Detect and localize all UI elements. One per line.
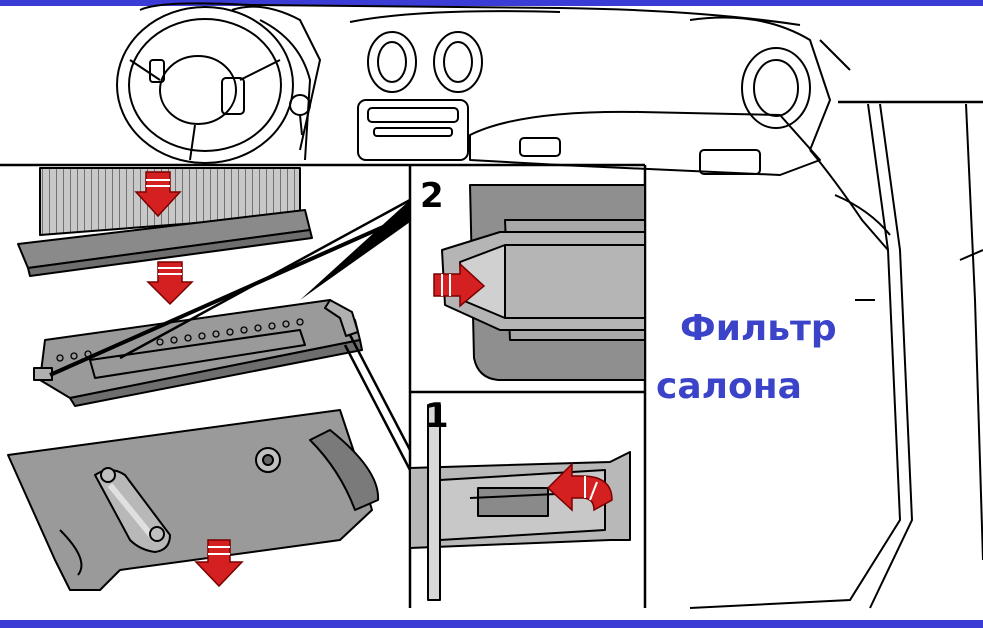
steering-wheel: [116, 6, 294, 164]
step-number-2: 2: [420, 176, 444, 216]
center-vent-right: [433, 31, 483, 93]
lower-cover: [7, 409, 380, 591]
callout-lines: [49, 198, 412, 471]
down-arrow-icon: [146, 261, 194, 306]
frame-bar-bottom: [0, 620, 983, 628]
curved-arrow-icon: [546, 462, 613, 512]
caption-line-2: салона: [656, 366, 802, 407]
right-arrow-icon: [433, 262, 486, 308]
screw-icon: [149, 526, 165, 542]
door-pillar: [689, 103, 983, 609]
dashboard: [116, 2, 851, 176]
caption-line-1: Фильтр: [680, 308, 837, 349]
down-arrow-icon: [134, 171, 182, 218]
step-number-1: 1: [425, 396, 449, 436]
down-arrow-icon: [194, 539, 244, 588]
right-vent: [741, 47, 811, 129]
screw-icon: [255, 447, 281, 473]
glovebox: [469, 110, 821, 176]
steering-hub: [159, 55, 237, 125]
center-vent-left: [367, 31, 417, 93]
filter-holder: [33, 299, 363, 407]
callout-wedge: [300, 200, 410, 300]
frame-bar-top: [0, 0, 983, 6]
center-console: [357, 99, 469, 161]
screw-icon: [100, 467, 116, 483]
zoom-panel-2: [441, 184, 646, 381]
